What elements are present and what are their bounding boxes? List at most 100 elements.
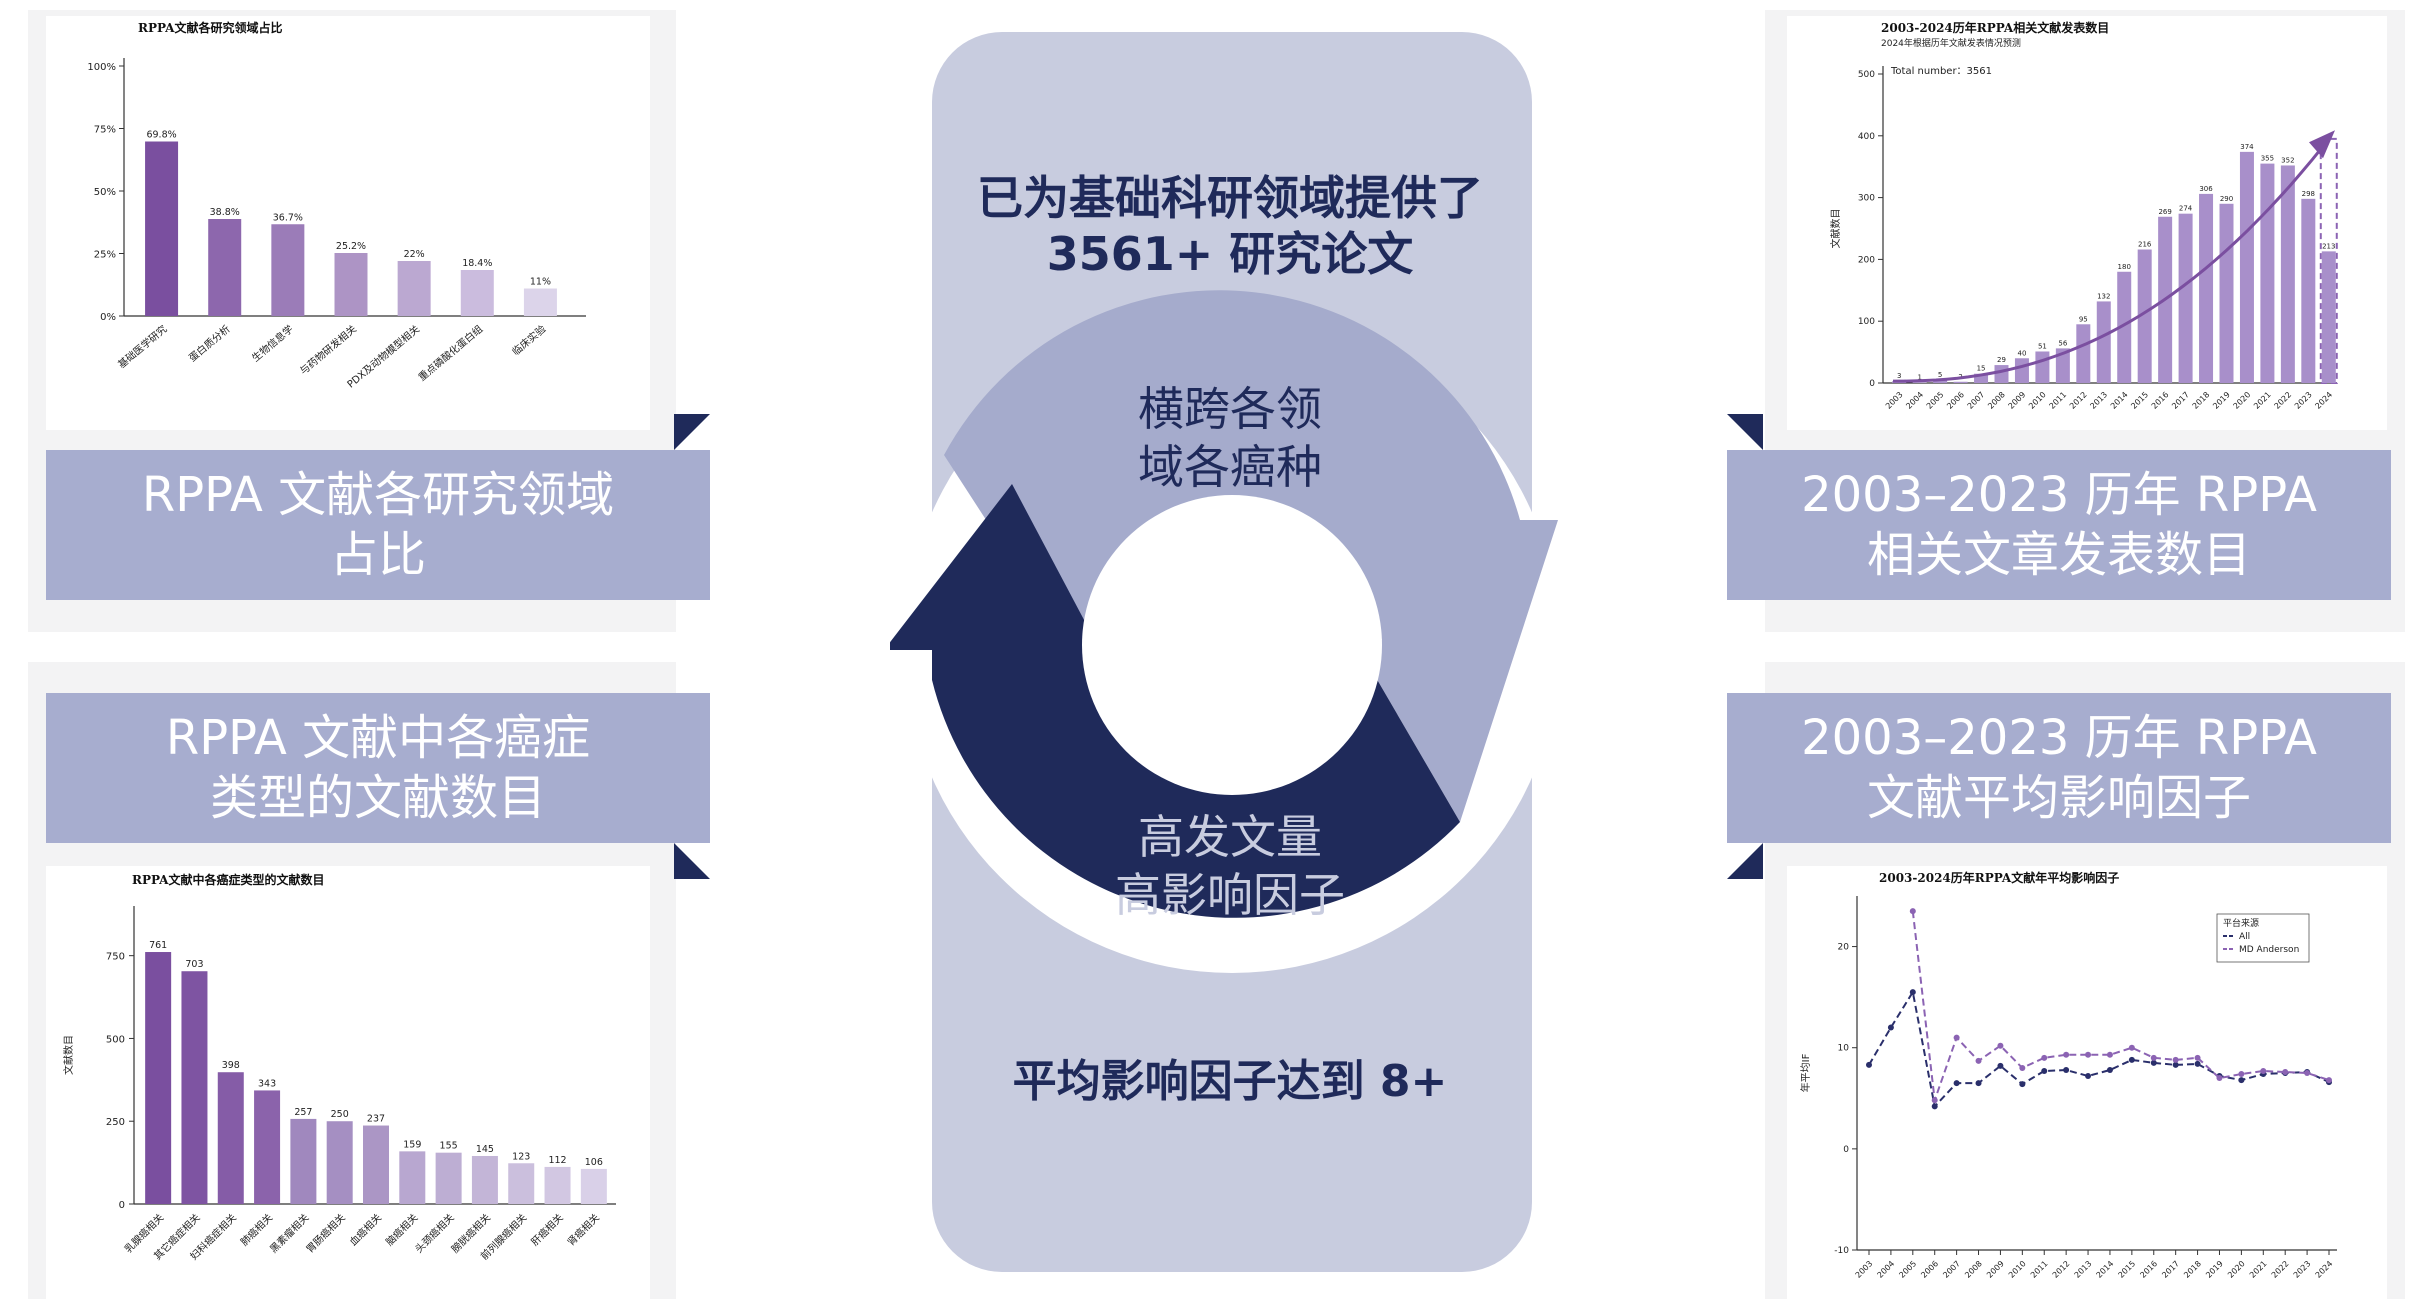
y-tick-label: -10 [1834, 1246, 1849, 1256]
ring-top-arc [944, 290, 1558, 822]
y-tick-label: 500 [1858, 70, 1875, 80]
x-tick-label: 重点磷酸化蛋白组 [416, 322, 486, 383]
fields-label-fold [674, 414, 710, 450]
bar [1974, 373, 1989, 383]
series-point [2326, 1077, 2332, 1084]
impact-label: 2003–2023 历年 RPPA 文献平均影响因子 [1727, 693, 2391, 843]
x-tick-label: 血癌相关 [347, 1211, 384, 1248]
y-tick-label: 0 [119, 1200, 125, 1211]
bar [2096, 301, 2111, 383]
bar-value-label: 298 [2302, 190, 2315, 198]
y-tick-label: 250 [106, 1117, 125, 1128]
x-tick-label: 2014 [2109, 390, 2130, 411]
bar-value-label: 123 [512, 1151, 530, 1162]
bar [1933, 379, 1948, 383]
bar [435, 1152, 462, 1204]
bar [1953, 381, 1968, 383]
bar [2280, 165, 2295, 383]
bar [544, 1166, 571, 1204]
series-point [1997, 1042, 2004, 1049]
x-tick-label: 与药物研发相关 [297, 322, 359, 377]
y-tick-label: 0% [100, 312, 116, 323]
y-tick-label: 100% [87, 62, 116, 73]
bar-value-label: 257 [294, 1107, 312, 1118]
bar-value-label: 374 [2240, 143, 2254, 151]
x-tick-label: 2019 [2211, 390, 2232, 411]
series-point [2085, 1073, 2092, 1080]
x-tick-label: 2005 [1925, 390, 1946, 411]
x-tick-label: 2013 [2073, 1259, 2094, 1280]
x-tick-label: 胃肠癌相关 [303, 1211, 348, 1256]
series-point [2238, 1071, 2245, 1078]
bar [2055, 348, 2070, 383]
series-point [2304, 1070, 2311, 1076]
series-point [1953, 1080, 1960, 1087]
pubs-label-fold [1727, 414, 1763, 450]
x-tick-label: 2009 [2007, 390, 2028, 411]
series-point [2041, 1054, 2048, 1061]
x-tick-label: 2022 [2273, 390, 2294, 411]
legend-box [2216, 913, 2310, 963]
x-tick-label: 肾癌相关 [564, 1211, 601, 1248]
bar-value-label: 106 [585, 1157, 603, 1168]
x-tick-label: 2008 [1986, 390, 2007, 411]
bar-value-label: 290 [2220, 195, 2233, 203]
cancers-chart: RPPA文献中各癌症类型的文献数目文献数目0250500750761乳腺癌相关7… [62, 872, 616, 1263]
bar [2301, 198, 2316, 383]
x-tick-label: 2011 [2048, 390, 2069, 411]
series-point [1953, 1034, 1960, 1041]
bar [2014, 358, 2029, 383]
cancers-label-line2: 类型的文献数目 [209, 770, 546, 826]
x-tick-label: 2018 [2191, 390, 2212, 411]
center-bottom-line: 平均影响因子达到 8+ [1012, 1056, 1448, 1107]
bar [2076, 324, 2091, 383]
chart-title: RPPA文献中各癌症类型的文献数目 [132, 872, 324, 887]
bar [254, 1090, 281, 1204]
y-tick-label: 0 [1843, 1145, 1849, 1155]
x-tick-label: 2018 [2182, 1259, 2203, 1280]
bar-value-label: 112 [548, 1155, 566, 1166]
bar-value-label: 29 [1997, 356, 2006, 364]
bar-value-label: 40 [2017, 349, 2026, 357]
bar-value-label: 703 [185, 959, 203, 970]
bar [399, 1151, 426, 1204]
x-tick-label: 蛋白质分析 [186, 322, 233, 364]
bar [2117, 271, 2132, 383]
pubs-label-line2: 相关文章发表数目 [1866, 527, 2251, 583]
x-tick-label: 2008 [1963, 1259, 1984, 1280]
series-point [2260, 1067, 2267, 1074]
y-axis-label: 文献数目 [1829, 209, 1842, 249]
bar-value-label: 159 [403, 1139, 421, 1150]
bar [271, 224, 305, 316]
bar [145, 141, 179, 316]
bar-value-label: 69.8% [146, 130, 176, 141]
bar-value-label: 269 [2158, 208, 2171, 216]
series-point [2106, 1066, 2113, 1073]
series-point [2085, 1051, 2092, 1058]
bar [1994, 365, 2009, 383]
series-line [1868, 989, 2330, 1109]
y-tick-label: 50% [94, 187, 116, 198]
x-tick-label: 2024 [2314, 1259, 2335, 1280]
bar [2260, 163, 2275, 383]
series-point [2128, 1056, 2135, 1063]
impact-label-line1: 2003–2023 历年 RPPA [1801, 710, 2317, 766]
y-tick-label: 20 [1838, 943, 1850, 953]
series-point [1887, 1024, 1894, 1031]
bar-value-label: 398 [222, 1060, 240, 1071]
series-point [1866, 1061, 1872, 1068]
y-tick-label: 10 [1838, 1044, 1850, 1054]
series-point [2128, 1044, 2135, 1051]
bar-value-label: 11% [530, 277, 551, 288]
bar [2178, 213, 2193, 383]
x-tick-label: 2024 [2313, 390, 2334, 411]
series-point [2106, 1051, 2113, 1058]
y-tick-label: 75% [94, 125, 116, 136]
bar-value-label: 274 [2179, 205, 2193, 213]
chart-title: 2003-2024历年RPPA文献年平均影响因子 [1879, 870, 2119, 885]
bar-value-label: 22% [404, 249, 425, 260]
bar [334, 253, 368, 316]
